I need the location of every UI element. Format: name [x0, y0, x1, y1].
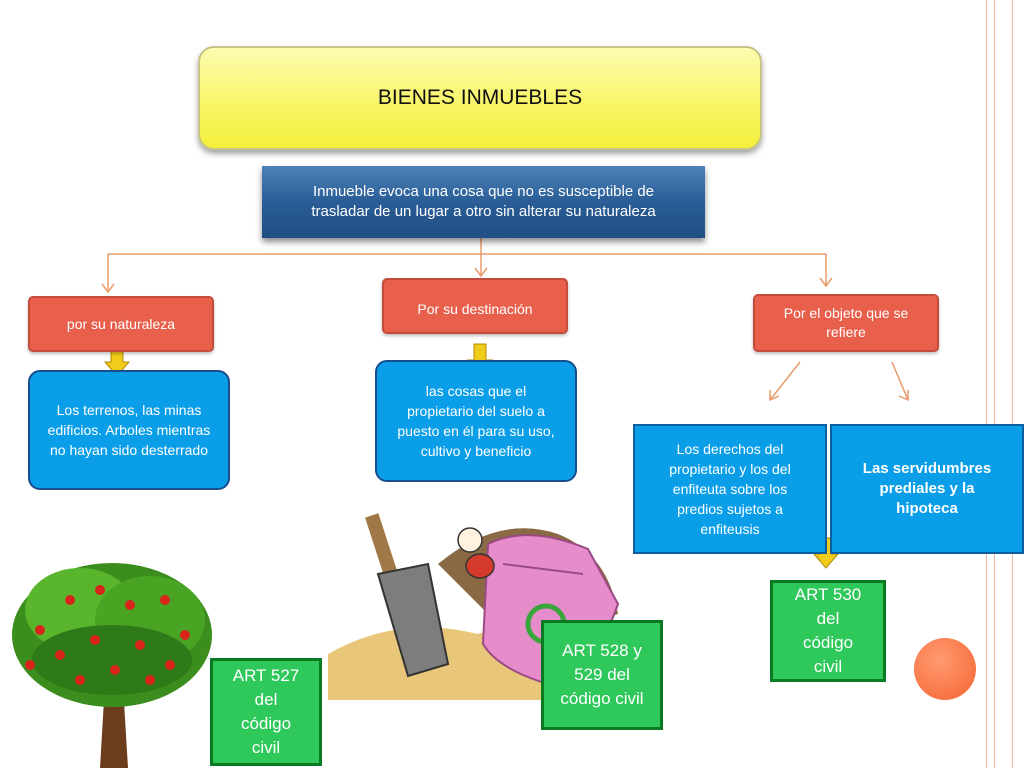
article-530-note: ART 530 del código civil — [770, 580, 886, 682]
decorative-circle — [914, 638, 976, 700]
category-objeto: Por el objeto que se refiere — [753, 294, 939, 352]
diagram-title: BIENES INMUEBLES — [198, 46, 762, 150]
article-528-529-note: ART 528 y 529 del código civil — [541, 620, 663, 730]
description-derechos: Los derechos del propietario y los del e… — [633, 424, 827, 554]
description-servidumbres: Las servidumbres prediales y la hipoteca — [830, 424, 1024, 554]
category-naturaleza: por su naturaleza — [28, 296, 214, 352]
article-527-note: ART 527 del código civil — [210, 658, 322, 766]
definition-box: Inmueble evoca una cosa que no es suscep… — [262, 166, 705, 238]
decorative-line — [986, 0, 987, 768]
decorative-line — [1012, 0, 1013, 768]
decorative-line — [994, 0, 995, 768]
category-destinacion: Por su destinación — [382, 278, 568, 334]
tree-illustration — [0, 563, 230, 768]
description-destinacion: las cosas que el propietario del suelo a… — [375, 360, 577, 482]
description-naturaleza: Los terrenos, las minas edificios. Arbol… — [28, 370, 230, 490]
